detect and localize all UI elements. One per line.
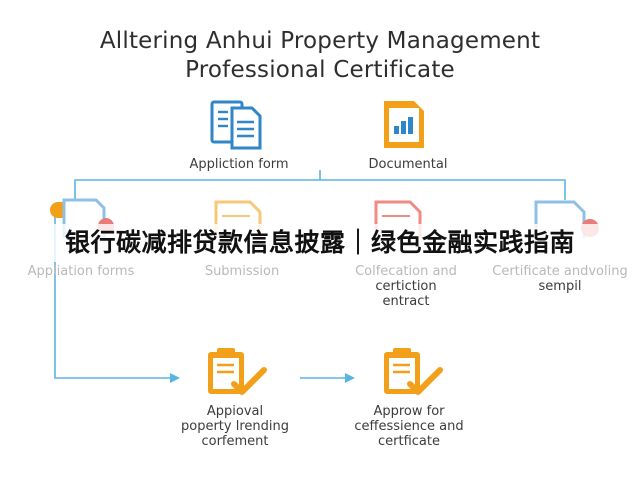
node-label-collection-3: entract: [382, 294, 430, 309]
node-label-certificate-1: Certificate andvoling: [492, 264, 628, 279]
node-label-certificate-2: sempil: [538, 279, 582, 294]
clipboard-check-icon: [208, 348, 267, 395]
node-label-approw-2: ceffessience and: [354, 419, 464, 434]
node-label-collection-1: Colfecation and: [355, 264, 457, 279]
node-label-approw-1: Approw for: [373, 404, 445, 419]
banner-background: [0, 224, 640, 262]
node-label-documental: Documental: [368, 157, 448, 172]
node-label-approw-3: certficate: [378, 434, 440, 449]
node-label-collection-2: certiction: [375, 279, 437, 294]
document-pages-icon: [210, 100, 262, 150]
document-chart-icon: [384, 101, 424, 148]
diagram-title-line-2: Professional Certificate: [185, 57, 455, 83]
arrowhead-to-approw: [345, 373, 355, 383]
banner-text: 银行碳减排贷款信息披露｜绿色金融实践指南: [64, 228, 575, 257]
left-down-line: [54, 215, 170, 379]
diagram-title-line-1: Alltering Anhui Property Management: [99, 28, 541, 54]
node-label-approval-3: corfement: [201, 434, 269, 449]
clipboard-check-icon: [384, 348, 443, 395]
node-label-approval-2: poperty lrending: [181, 419, 289, 434]
node-label-application-forms: Appliation forms: [27, 264, 135, 279]
node-label-application-form: Appliction form: [189, 157, 289, 172]
node-label-submission: Submission: [204, 264, 280, 279]
top-branch-line: [74, 179, 566, 200]
arrowhead-to-approval: [170, 373, 180, 383]
node-label-approval-1: Appioval: [206, 404, 264, 419]
